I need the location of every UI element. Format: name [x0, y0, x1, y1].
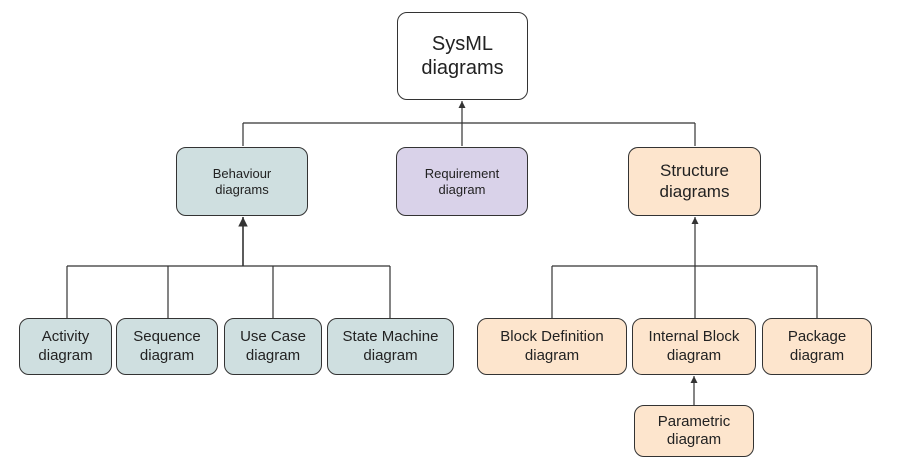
node-label-line2: diagram [789, 346, 845, 364]
node-label-line2: diagrams [421, 57, 504, 79]
node-sysml-diagrams: SysML diagrams [397, 12, 528, 100]
node-use-case-diagram: Use Case diagram [224, 318, 322, 375]
node-activity-diagram: Activity diagram [19, 318, 112, 375]
node-package-diagram: Package diagram [762, 318, 872, 375]
node-label-line1: Structure [660, 160, 729, 180]
node-label-line1: Behaviour [212, 165, 272, 181]
node-label-line2: diagram [245, 346, 301, 364]
node-label-line2: diagram [666, 431, 722, 448]
node-label-line2: diagram [38, 346, 93, 364]
node-label-line2: diagram [438, 181, 486, 197]
node-label-line1: Use Case [240, 328, 306, 346]
node-label-line2: diagrams [659, 181, 730, 201]
node-label-line1: SysML [431, 33, 494, 55]
node-label-line2: diagram [524, 346, 580, 364]
node-parametric-diagram: Parametric diagram [634, 405, 754, 457]
node-block-definition-diagram: Block Definition diagram [477, 318, 627, 375]
node-label-line2: diagram [666, 346, 722, 364]
node-sequence-diagram: Sequence diagram [116, 318, 218, 375]
node-behaviour-diagrams: Behaviour diagrams [176, 147, 308, 216]
node-label-line1: Internal Block [648, 328, 740, 346]
node-label-line1: Package [787, 328, 847, 346]
node-internal-block-diagram: Internal Block diagram [632, 318, 756, 375]
node-label-line1: Sequence [133, 328, 201, 346]
node-requirement-diagram: Requirement diagram [396, 147, 528, 216]
node-structure-diagrams: Structure diagrams [628, 147, 761, 216]
node-label-line2: diagram [363, 346, 418, 364]
node-label-line1: Block Definition [500, 328, 604, 346]
node-label-line2: diagrams [215, 181, 269, 197]
node-label-line1: State Machine [342, 328, 439, 346]
node-label-line2: diagram [139, 346, 195, 364]
node-label-line1: Requirement [424, 165, 500, 181]
node-label-line1: Parametric [657, 412, 731, 430]
node-label-line1: Activity [41, 328, 90, 346]
node-state-machine-diagram: State Machine diagram [327, 318, 454, 375]
